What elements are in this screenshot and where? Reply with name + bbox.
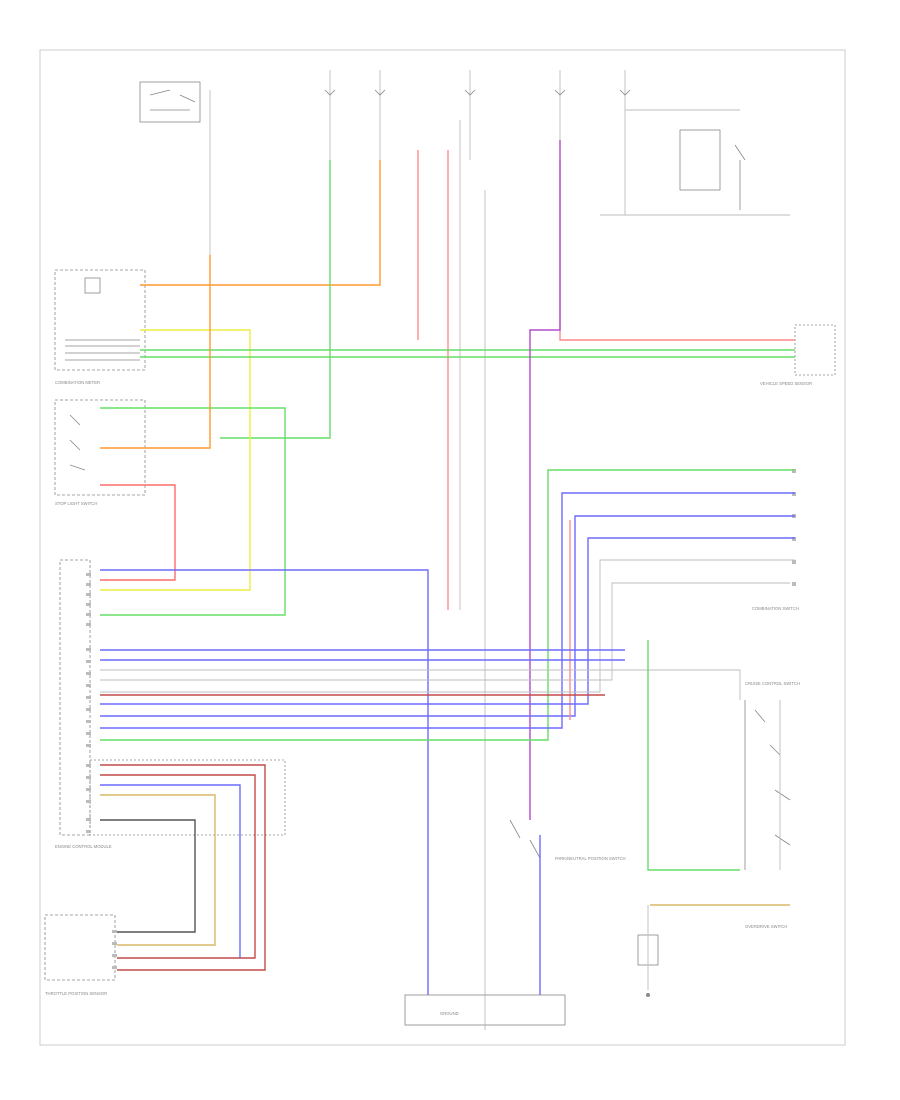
wire-maroon-tps-1 <box>100 764 266 971</box>
wire-green-2 <box>100 407 286 616</box>
combination-meter-label: COMBINATION METER <box>55 380 100 385</box>
wire-purple <box>529 140 561 820</box>
diagram-frame <box>39 49 846 1046</box>
wire-black-tps <box>100 819 196 933</box>
vss-label: VEHICLE SPEED SENSOR <box>760 381 812 386</box>
tps-label: THROTTLE POSITION SENSOR <box>45 991 107 996</box>
throttle-position-sensor: THROTTLE POSITION SENSOR <box>44 914 117 996</box>
wire-gray-cs-2 <box>100 582 790 681</box>
park-neutral-switch: PARK/NEUTRAL POSITION SWITCH <box>459 120 626 1025</box>
main-relay <box>600 109 790 216</box>
cruise-control-switch: CRUISE CONTROL SWITCH <box>744 681 800 870</box>
ground-block: GROUND <box>404 994 566 1030</box>
engine-control-module: ENGINE CONTROL MODULE <box>55 559 286 849</box>
wire-green-od <box>647 640 740 871</box>
wire-green-cs <box>100 469 795 741</box>
wire-blue-cs-2 <box>100 515 795 717</box>
combination-meter: COMBINATION METER <box>54 269 146 385</box>
wire-green-1 <box>220 160 331 439</box>
wire-maroon-tps-2 <box>100 774 256 959</box>
wire-blue-tps <box>100 784 241 958</box>
wire-blue-cs-3 <box>100 537 795 705</box>
cruise-switch-label: CRUISE CONTROL SWITCH <box>745 681 800 686</box>
wire-gray-cs <box>100 559 795 693</box>
fuse-block <box>324 70 631 215</box>
overdrive-switch: OVERDRIVE SWITCH <box>637 904 790 997</box>
ecm-pins <box>86 573 91 833</box>
wire-orange <box>140 160 381 286</box>
combination-switch-label: COMBINATION SWITCH <box>752 606 799 611</box>
wire-red-meter <box>559 160 795 341</box>
wire-blue-cs-1 <box>100 492 795 729</box>
overdrive-switch-label: OVERDRIVE SWITCH <box>745 924 787 929</box>
wire-tan-tps <box>100 794 216 946</box>
stop-light-switch-label: STOP LIGHT SWITCH <box>55 501 97 506</box>
wire-blue-long <box>100 569 429 995</box>
ignition-switch <box>139 81 211 255</box>
wire-gray-ecm <box>100 669 741 700</box>
ground-label: GROUND <box>440 1011 459 1016</box>
ecm-label: ENGINE CONTROL MODULE <box>55 844 112 849</box>
colored-wires <box>100 140 795 995</box>
stop-light-switch: STOP LIGHT SWITCH <box>54 399 146 506</box>
wire-red-stop <box>100 484 176 581</box>
wire-yellow-1 <box>100 329 251 591</box>
park-neutral-label: PARK/NEUTRAL POSITION SWITCH <box>555 856 626 861</box>
combination-switch-connector: COMBINATION SWITCH <box>752 469 799 611</box>
wire-orange-2 <box>100 255 211 449</box>
vehicle-speed-sensor: VEHICLE SPEED SENSOR <box>760 324 836 386</box>
